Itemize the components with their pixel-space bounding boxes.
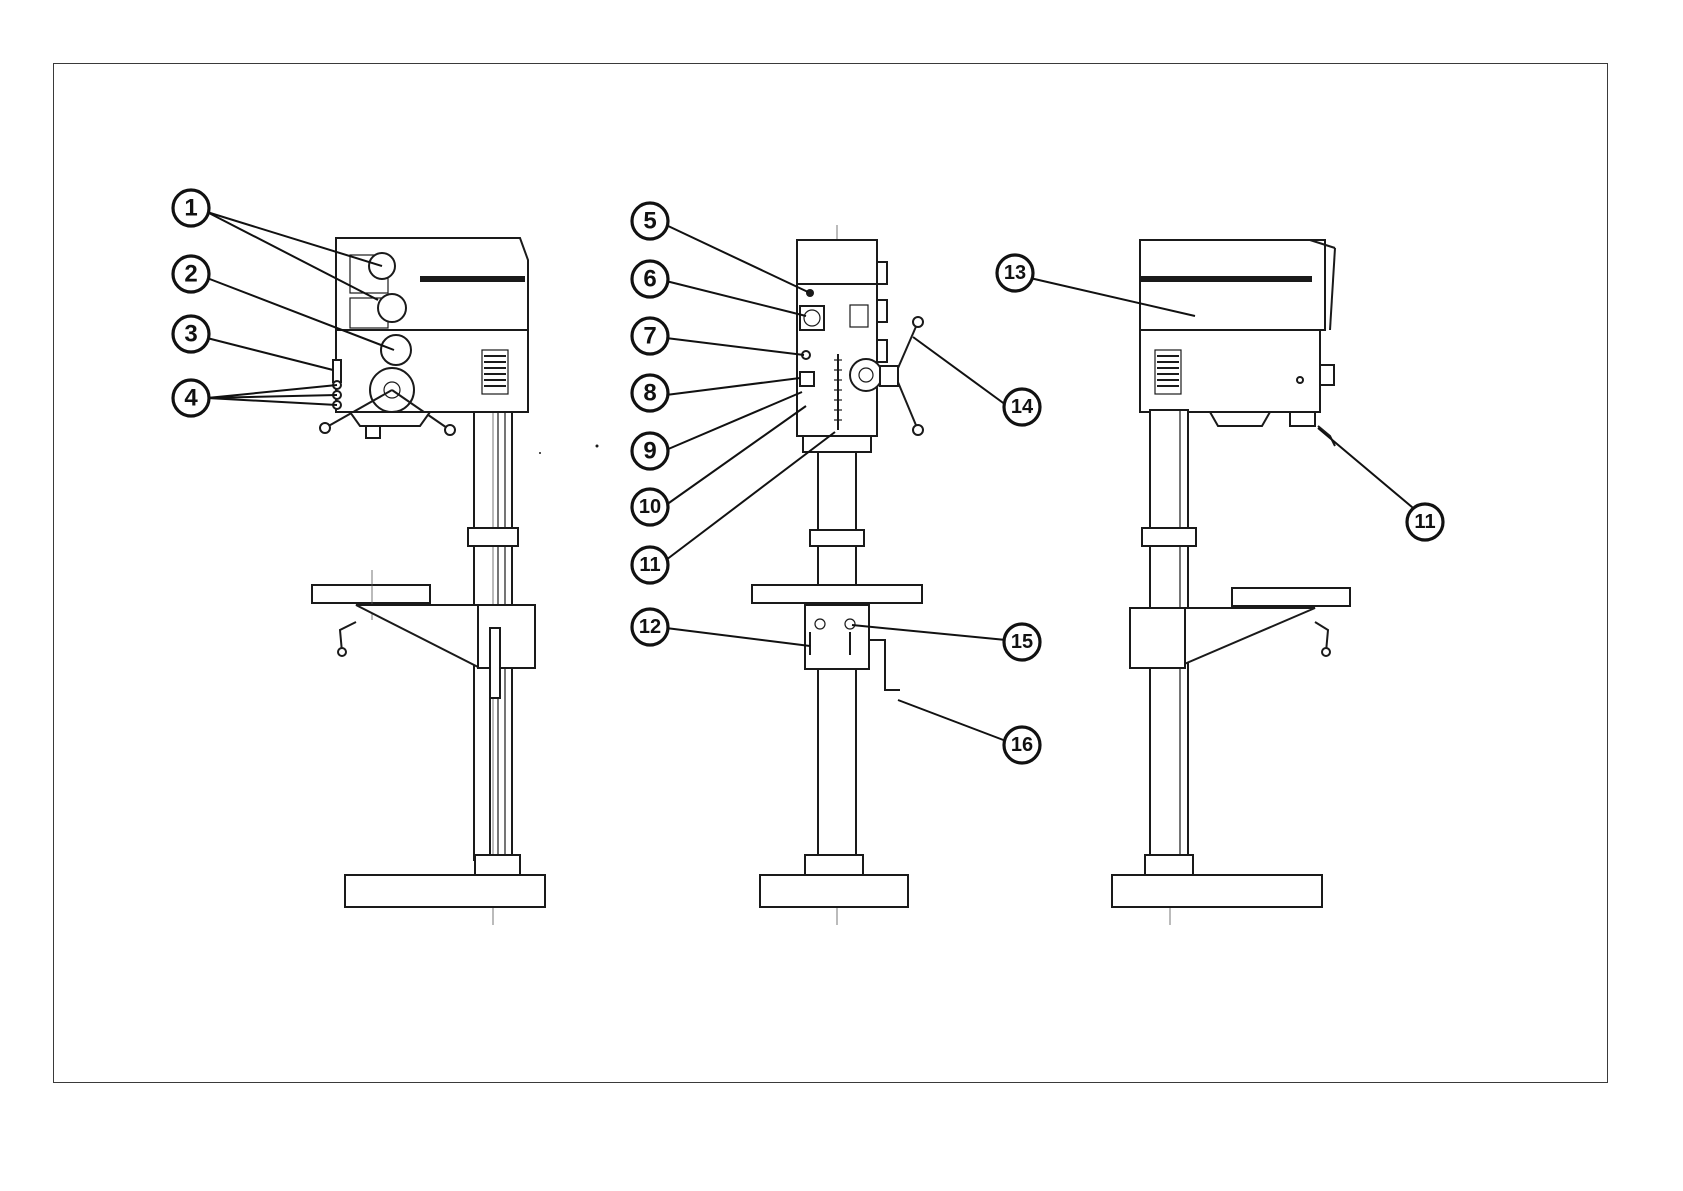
callout-7-label: 7 (643, 323, 656, 350)
callout-10-label: 10 (639, 496, 661, 518)
callout-1-label: 1 (184, 195, 197, 222)
callout-14: 14 (1004, 389, 1040, 425)
callout-3-label: 3 (184, 321, 197, 348)
callout-16: 16 (1004, 727, 1040, 763)
callout-2-label: 2 (184, 261, 197, 288)
left-side-view (312, 238, 545, 925)
callout-3: 3 (173, 316, 209, 352)
callout-12: 12 (632, 609, 668, 645)
callout-13-label: 13 (1004, 262, 1026, 284)
callout-7: 7 (632, 318, 668, 354)
callout-14-label: 14 (1011, 396, 1034, 418)
callout-1: 1 (173, 190, 209, 226)
callout-13: 13 (997, 255, 1033, 291)
stray-dot (539, 452, 541, 454)
middle-front-view (752, 225, 923, 925)
callout-6-label: 6 (643, 266, 656, 293)
callout-6: 6 (632, 261, 668, 297)
right-side-view (1112, 240, 1350, 925)
callout-10: 10 (632, 489, 668, 525)
callout-16-label: 16 (1011, 734, 1033, 756)
callout-15: 15 (1004, 624, 1040, 660)
callout-11-middle: 11 (632, 547, 668, 583)
callout-5-label: 5 (643, 208, 656, 235)
callout-9-label: 9 (643, 438, 656, 465)
callout-4-label: 4 (184, 385, 198, 412)
callout-5: 5 (632, 203, 668, 239)
callout-9: 9 (632, 433, 668, 469)
callout-2: 2 (173, 256, 209, 292)
callout-15-label: 15 (1011, 631, 1033, 653)
callout-11-right-label: 11 (1414, 511, 1435, 533)
callout-8: 8 (632, 375, 668, 411)
callout-4: 4 (173, 380, 209, 416)
stray-dot (596, 445, 599, 448)
callout-12-label: 12 (639, 616, 661, 638)
callout-11-right: 11 (1407, 504, 1443, 540)
callout-8-label: 8 (643, 380, 656, 407)
callout-11-middle-label: 11 (639, 554, 660, 576)
